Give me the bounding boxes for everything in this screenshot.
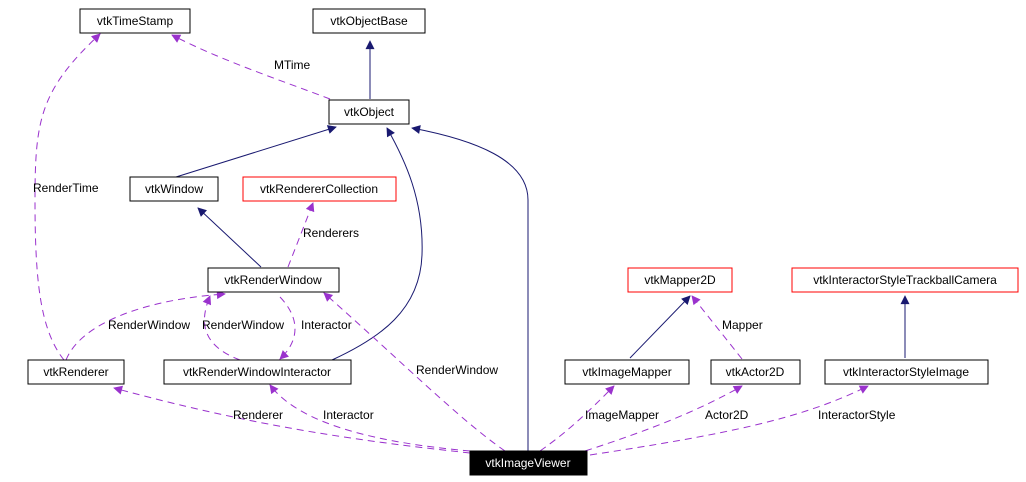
edge-viewer-interactor <box>269 384 471 452</box>
node-label: vtkRenderWindow <box>224 273 322 287</box>
edge-renderwindow-to-window <box>197 207 262 268</box>
node-vtkobjectbase[interactable]: vtkObjectBase <box>312 8 426 34</box>
nodes: vtkTimeStamp vtkObjectBase vtkObject vtk… <box>27 8 1019 476</box>
edge-viewer-renderwindow <box>323 292 506 452</box>
node-label: vtkTimeStamp <box>97 14 174 28</box>
edge-renderwindow-interactor <box>279 296 296 360</box>
edge-viewer-renderer <box>113 385 471 454</box>
edge-label-mtime: MTime <box>274 58 311 72</box>
edge-actor2d-mapper <box>691 295 743 360</box>
edge-imagemapper-to-mapper2d <box>629 295 691 359</box>
node-label: vtkActor2D <box>726 365 785 379</box>
node-label: vtkRenderWindowInteractor <box>183 365 331 379</box>
edge-renderer-renderwindow <box>65 290 226 361</box>
node-vtkmapper2d[interactable]: vtkMapper2D <box>627 267 733 293</box>
node-label: vtkImageViewer <box>485 456 570 470</box>
node-label: vtkWindow <box>145 182 203 196</box>
node-label: vtkImageMapper <box>582 365 671 379</box>
edge-interactor-renderwindow <box>202 295 241 361</box>
edge-label-interactorstyle: InteractorStyle <box>818 408 896 422</box>
edge-label-interactor-viewer: Interactor <box>323 408 374 422</box>
edge-label-renderer-viewer: Renderer <box>233 408 283 422</box>
edge-label-rendertime: RenderTime <box>33 181 99 195</box>
edge-label-interactor: Interactor <box>301 318 352 332</box>
edge-label-renderwindow-viewer: RenderWindow <box>416 363 498 377</box>
edge-labels: MTime RenderTime Renderers RenderWindow … <box>33 58 896 422</box>
node-vtkrenderercollection[interactable]: vtkRendererCollection <box>242 176 397 202</box>
node-vtkinteractorstyleimage[interactable]: vtkInteractorStyleImage <box>824 359 989 385</box>
edge-label-actor2d: Actor2D <box>705 408 749 422</box>
node-vtkactor2d[interactable]: vtkActor2D <box>710 359 801 385</box>
node-label: vtkMapper2D <box>644 273 716 287</box>
edge-rendertime <box>34 33 101 361</box>
node-vtkrenderwindowinteractor[interactable]: vtkRenderWindowInteractor <box>163 359 352 385</box>
edge-label-renderwindow-interactor: RenderWindow <box>202 318 284 332</box>
node-vtkinteractorstyletrackballcamera[interactable]: vtkInteractorStyleTrackballCamera <box>791 267 1019 293</box>
node-label: vtkObjectBase <box>330 14 408 28</box>
node-label: vtkRenderer <box>43 365 108 379</box>
edge-label-renderwindow-renderer: RenderWindow <box>108 318 190 332</box>
node-label: vtkInteractorStyleImage <box>843 365 969 379</box>
edge-window-to-object <box>175 125 337 178</box>
node-vtktimestamp[interactable]: vtkTimeStamp <box>79 8 191 34</box>
edge-imageviewer-to-object <box>411 125 529 451</box>
node-vtkobject[interactable]: vtkObject <box>328 99 410 125</box>
node-label: vtkRendererCollection <box>260 182 378 196</box>
node-vtkwindow[interactable]: vtkWindow <box>129 176 219 202</box>
node-vtkrenderwindow[interactable]: vtkRenderWindow <box>207 267 340 293</box>
edge-viewer-imagemapper <box>539 385 615 452</box>
node-vtkrenderer[interactable]: vtkRenderer <box>27 359 125 385</box>
edge-label-imagemapper: ImageMapper <box>585 408 659 422</box>
node-vtkimagemapper[interactable]: vtkImageMapper <box>564 359 690 385</box>
edge-viewer-interactorstyle <box>589 385 869 456</box>
edge-label-renderers: Renderers <box>303 226 359 240</box>
edge-interactor-to-object <box>331 127 423 361</box>
node-label: vtkObject <box>344 105 395 119</box>
node-label: vtkInteractorStyleTrackballCamera <box>813 273 997 287</box>
node-vtkimageviewer[interactable]: vtkImageViewer <box>469 450 588 476</box>
edge-label-mapper: Mapper <box>722 318 763 332</box>
usage-edges <box>34 33 869 456</box>
edge-mtime <box>171 34 331 100</box>
inheritance-edges <box>175 40 910 451</box>
